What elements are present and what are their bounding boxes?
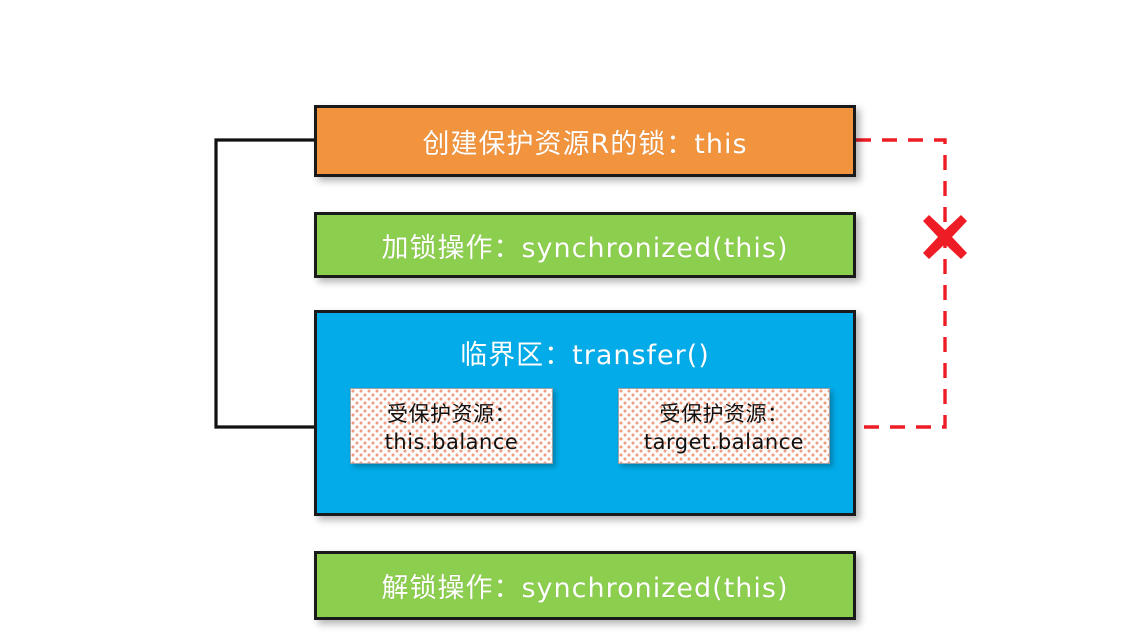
critical-section-title-wrap: 临界区：transfer() xyxy=(317,333,853,372)
cross-icon xyxy=(923,215,967,259)
box-lock-operation[interactable]: 加锁操作：synchronized(this) xyxy=(314,212,856,278)
box-create-lock[interactable]: 创建保护资源R的锁：this xyxy=(314,105,856,177)
resource-target-balance-line2: target.balance xyxy=(643,430,805,454)
box-create-lock-label: 创建保护资源R的锁：this xyxy=(422,128,748,160)
resource-target-balance-line1: 受保护资源： xyxy=(659,402,789,426)
protected-resource-target-balance[interactable]: 受保护资源： target.balance xyxy=(618,388,830,464)
box-unlock-operation[interactable]: 解锁操作：synchronized(this) xyxy=(314,551,856,620)
box-unlock-operation-label: 解锁操作：synchronized(this) xyxy=(381,573,789,604)
resource-this-balance-line2: this.balance xyxy=(384,430,519,454)
box-critical-section-label: 临界区：transfer() xyxy=(460,340,710,371)
box-lock-operation-label: 加锁操作：synchronized(this) xyxy=(381,232,789,264)
resource-this-balance-line1: 受保护资源： xyxy=(387,402,516,426)
protected-resource-this-balance[interactable]: 受保护资源： this.balance xyxy=(350,388,553,464)
